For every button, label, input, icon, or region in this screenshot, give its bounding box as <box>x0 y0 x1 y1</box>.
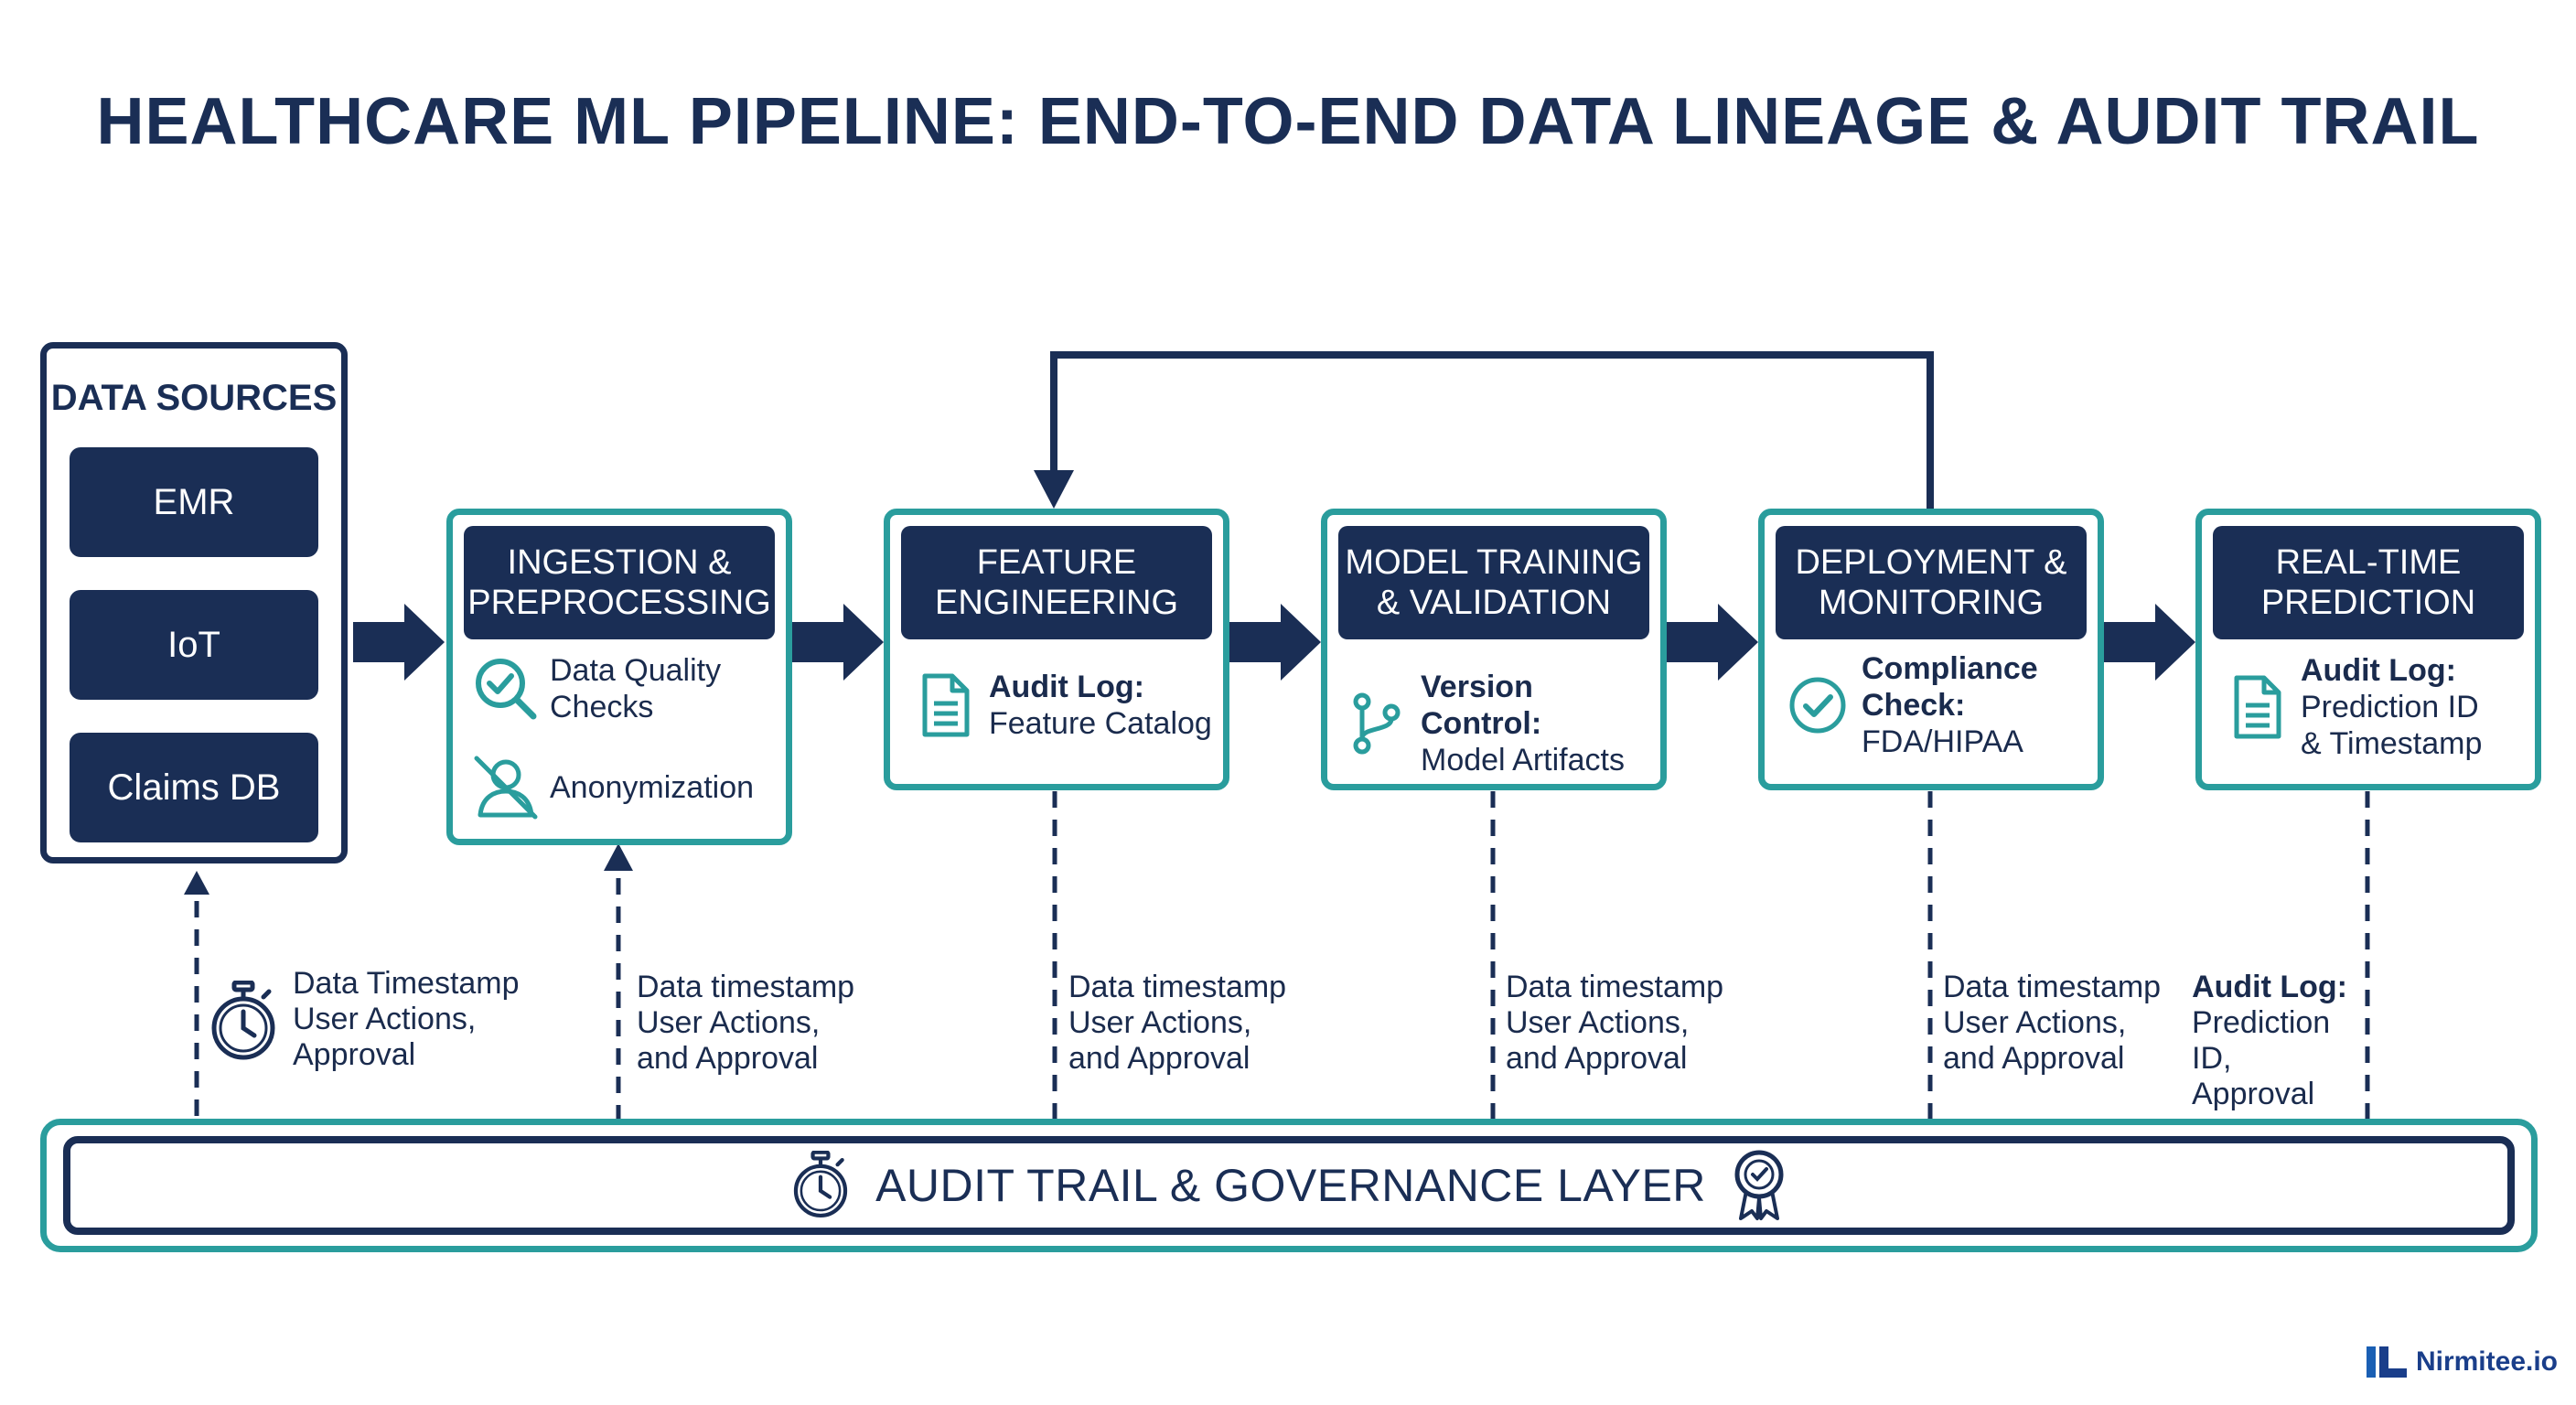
annotation-prediction: Audit Log: Prediction ID, Approval <box>2192 970 2347 1111</box>
version-branch-icon <box>1353 692 1401 755</box>
annotation-model: Data timestamp User Actions, and Approva… <box>1506 970 1724 1076</box>
page-title: HEALTHCARE ML PIPELINE: END-TO-END DATA … <box>96 85 2480 158</box>
prediction-audit-row: Audit Log: Prediction ID & Timestamp <box>2222 652 2482 762</box>
governance-layer: AUDIT TRAIL & GOVERNANCE LAYER <box>40 1119 2538 1252</box>
audit-arrowhead-sources <box>184 871 209 895</box>
annotation-ingestion: Data timestamp User Actions, and Approva… <box>637 970 855 1076</box>
feedback-loop-line <box>1050 351 1934 510</box>
stage-model-title: MODEL TRAINING & VALIDATION <box>1338 526 1649 639</box>
flow-arrow-5 <box>2104 604 2195 681</box>
source-emr: EMR <box>70 447 318 557</box>
award-ribbon-icon <box>1734 1150 1784 1220</box>
data-sources-title: DATA SOURCES <box>50 378 338 418</box>
stage-prediction-title: REAL-TIME PREDICTION <box>2213 526 2524 639</box>
annotation-sources: Data Timestamp User Actions, Approval <box>293 966 520 1072</box>
stage-feature-engineering: FEATURE ENGINEERING Audit Log: Feature C… <box>884 509 1229 790</box>
stage-real-time-prediction: REAL-TIME PREDICTION Audit Log: Predicti… <box>2195 509 2541 790</box>
user-slash-icon <box>474 756 538 820</box>
stage-deployment-title: DEPLOYMENT & MONITORING <box>1776 526 2087 639</box>
data-quality-row: Data Quality Checks <box>471 652 721 725</box>
brand-logo: Nirmitee.io <box>2366 1346 2558 1378</box>
stopwatch-icon <box>793 1151 848 1218</box>
compliance-row: Compliance Check: FDA/HIPAA <box>1783 650 2038 760</box>
governance-label: AUDIT TRAIL & GOVERNANCE LAYER <box>875 1160 1706 1211</box>
feedback-loop-arrowhead <box>1034 470 1074 509</box>
document-icon <box>2234 675 2281 739</box>
stage-feature-title: FEATURE ENGINEERING <box>901 526 1212 639</box>
stage-model-training: MODEL TRAINING & VALIDATION Version Cont… <box>1321 509 1667 790</box>
stage-deployment: DEPLOYMENT & MONITORING Compliance Check… <box>1758 509 2104 790</box>
annotation-deployment: Data timestamp User Actions, and Approva… <box>1943 970 2162 1076</box>
flow-arrow-2 <box>792 604 884 681</box>
nirmitee-logo-icon <box>2366 1346 2407 1378</box>
document-icon <box>922 673 970 737</box>
flow-arrow-4 <box>1667 604 1758 681</box>
version-control-row: Version Control: Model Artifacts <box>1342 669 1660 778</box>
flow-arrow-1 <box>353 604 445 681</box>
annotation-feature: Data timestamp User Actions, and Approva… <box>1068 970 1287 1076</box>
check-circle-icon <box>1789 677 1846 734</box>
magnifier-check-icon <box>476 659 537 720</box>
source-claims-db: Claims DB <box>70 733 318 842</box>
anonymization-row: Anonymization <box>471 753 754 822</box>
flow-arrow-3 <box>1229 604 1321 681</box>
audit-arrowhead-ingestion <box>604 843 633 871</box>
feature-audit-row: Audit Log: Feature Catalog <box>910 669 1212 742</box>
stage-ingestion-title: INGESTION & PREPROCESSING <box>464 526 775 639</box>
stopwatch-icon <box>211 981 275 1060</box>
data-sources-panel: DATA SOURCES EMR IoT Claims DB <box>40 342 348 863</box>
stage-ingestion: INGESTION & PREPROCESSING Data Quality C… <box>446 509 792 845</box>
brand-name: Nirmitee.io <box>2415 1346 2558 1377</box>
source-iot: IoT <box>70 590 318 700</box>
